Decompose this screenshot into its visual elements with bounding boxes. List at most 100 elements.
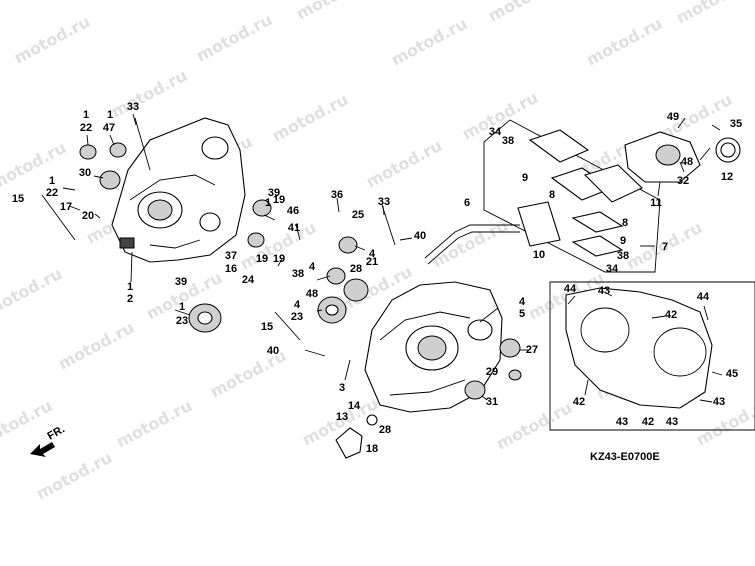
callout-33: 33 [127, 101, 139, 113]
callout-20: 20 [82, 210, 94, 222]
callout-44: 44 [697, 291, 710, 303]
watermark-text: motod.ru [113, 396, 195, 452]
intake-manifold [624, 131, 741, 183]
callout-19: 19 [256, 253, 268, 265]
watermark-text: motod.ru [583, 14, 665, 70]
callout-5: 5 [519, 308, 525, 320]
watermark-text: motod.ru [293, 0, 375, 24]
watermark-text: motod.ru [0, 264, 65, 320]
callout-16: 16 [225, 263, 237, 275]
callout-22: 22 [80, 122, 92, 134]
watermark-text: motod.ru [388, 14, 470, 70]
right-crankcase-half [364, 281, 503, 413]
callout-21: 21 [366, 256, 378, 268]
callout-2: 2 [127, 293, 133, 305]
callout-45: 45 [726, 368, 738, 380]
callout-38: 38 [617, 250, 629, 262]
callout-43: 43 [616, 416, 628, 428]
watermark-text: motod.ru [485, 0, 567, 26]
callout-6: 6 [464, 197, 470, 209]
callout-37: 37 [225, 250, 237, 262]
callout-33: 33 [378, 196, 390, 208]
callout-1: 1 [49, 175, 55, 187]
callout-19: 19 [273, 194, 285, 206]
callout-9: 9 [620, 235, 626, 247]
sensor-bracket [335, 414, 378, 459]
callout-29: 29 [486, 366, 498, 378]
callout-48: 48 [306, 288, 318, 300]
callout-42: 42 [573, 396, 585, 408]
watermark-text: motod.ru [0, 396, 55, 452]
callout-35: 35 [730, 118, 742, 130]
leader-lines [62, 113, 723, 403]
diagram-code: KZ43-E0700E [590, 451, 660, 463]
callout-22: 22 [46, 187, 58, 199]
callout-12: 12 [721, 171, 733, 183]
watermark-text: motod.ru [33, 448, 115, 504]
callout-28: 28 [379, 424, 391, 436]
studs-and-dowels [41, 117, 413, 357]
callout-38: 38 [502, 135, 514, 147]
bearings-and-seals [79, 142, 522, 400]
callout-1: 1 [83, 109, 89, 121]
front-direction-label: FR. [46, 423, 67, 442]
callout-1: 1 [179, 301, 185, 313]
callout-23: 23 [291, 311, 303, 323]
callout-47: 47 [103, 122, 115, 134]
breather-hose [424, 224, 520, 265]
callout-25: 25 [352, 209, 364, 221]
callout-14: 14 [348, 400, 361, 412]
callout-15: 15 [12, 193, 24, 205]
callout-36: 36 [331, 189, 343, 201]
callout-19: 19 [273, 253, 285, 265]
callout-31: 31 [486, 396, 498, 408]
callout-23: 23 [176, 315, 188, 327]
callout-34: 34 [606, 263, 619, 275]
callout-4: 4 [369, 248, 376, 260]
callout-39: 39 [268, 187, 280, 199]
watermark-text: motod.ru [0, 138, 69, 194]
watermark-text: motod.ru [363, 136, 445, 192]
watermark-text: motod.ru [673, 0, 755, 28]
callout-11: 11 [650, 197, 662, 209]
callout-38: 38 [292, 268, 304, 280]
callout-30: 30 [79, 167, 91, 179]
callout-7: 7 [662, 241, 668, 253]
callout-32: 32 [677, 175, 689, 187]
callout-9: 9 [522, 172, 528, 184]
callout-1: 1 [127, 281, 133, 293]
callout-4: 4 [294, 299, 301, 311]
callout-labels: 3312214730122151720391464136332519193837… [12, 101, 742, 455]
callout-34: 34 [489, 126, 502, 138]
watermark-text: motod.ru [493, 398, 575, 454]
callout-42: 42 [665, 309, 677, 321]
reed-valve-assembly [483, 119, 661, 273]
callout-42: 42 [642, 416, 654, 428]
callout-3: 3 [339, 382, 345, 394]
front-direction-arrow: FR. [30, 423, 67, 457]
callout-39: 39 [175, 276, 187, 288]
callout-49: 49 [667, 111, 679, 123]
callout-18: 18 [366, 443, 378, 455]
watermark-text: motod.ru [193, 10, 275, 66]
callout-1: 1 [265, 197, 271, 209]
callout-40: 40 [414, 230, 426, 242]
callout-43: 43 [598, 285, 610, 297]
left-crankcase-half [111, 117, 246, 263]
callout-17: 17 [60, 201, 72, 213]
callout-40: 40 [267, 345, 279, 357]
callout-44: 44 [564, 283, 577, 295]
callout-43: 43 [666, 416, 678, 428]
watermark-text: motod.ru [108, 66, 190, 122]
callout-4: 4 [309, 261, 316, 273]
callout-10: 10 [533, 249, 545, 261]
callout-41: 41 [288, 222, 300, 234]
callout-8: 8 [549, 189, 555, 201]
callout-15: 15 [261, 321, 273, 333]
watermark-text: motod.ru [55, 318, 137, 374]
callout-1: 1 [107, 109, 113, 121]
callout-4: 4 [519, 296, 526, 308]
callout-28: 28 [350, 263, 362, 275]
watermark-text: motod.ru [269, 90, 351, 146]
